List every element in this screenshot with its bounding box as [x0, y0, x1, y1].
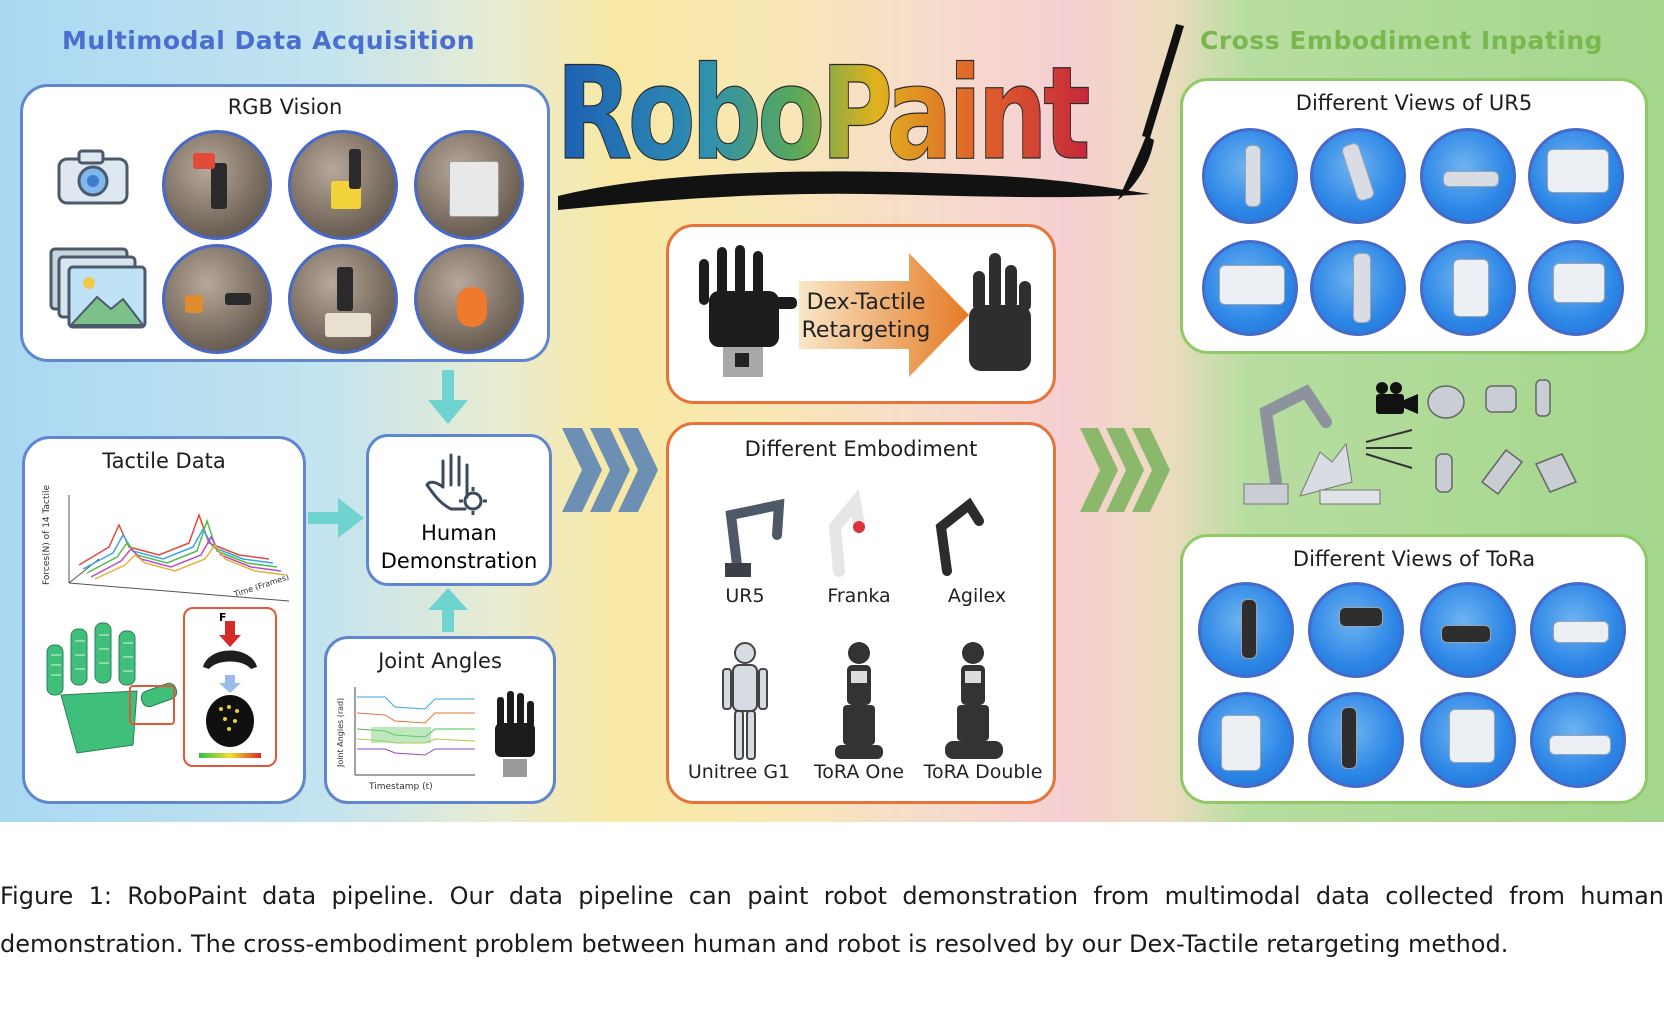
tora-view-8 [1530, 692, 1626, 788]
human-demo-label-1: Human [369, 521, 549, 545]
ur5-view-8 [1528, 240, 1624, 336]
embodiment-title: Different Embodiment [669, 437, 1053, 461]
svg-text:Timestamp (t): Timestamp (t) [368, 782, 433, 792]
tora-view-6 [1308, 692, 1404, 788]
robot-label-unitree-g1: Unitree G1 [683, 761, 795, 783]
ur5-views-title: Different Views of UR5 [1183, 91, 1645, 115]
ur5-view-6 [1310, 240, 1406, 336]
rgb-photo-4 [162, 244, 272, 354]
svg-text:Time (Frames): Time (Frames) [232, 573, 290, 600]
ur5-view-3 [1420, 128, 1516, 224]
tactile-data-panel: Tactile Data Forces(N) of 14 Tactile Sen… [22, 436, 306, 804]
tactile-title: Tactile Data [25, 449, 303, 473]
pipeline-figure: Multimodal Data Acquisition Cross Embodi… [0, 0, 1664, 822]
retargeting-panel: Dex-Tactile Retargeting [666, 224, 1056, 404]
robot-label-franka: Franka [817, 585, 901, 607]
robot-label-ur5: UR5 [705, 585, 785, 607]
tora-view-1 [1198, 582, 1294, 678]
tora-view-4 [1530, 582, 1626, 678]
arrow-down-icon [428, 370, 468, 430]
robot-label-tora-one: ToRA One [805, 761, 913, 783]
arrow-up-icon [428, 588, 468, 636]
robot-label-agilex: Agilex [935, 585, 1019, 607]
ur5-view-1 [1202, 128, 1298, 224]
retargeting-label-1: Dex-Tactile [781, 289, 951, 317]
ur5-view-7 [1420, 240, 1516, 336]
ur5-view-2 [1310, 128, 1406, 224]
tora-view-7 [1420, 692, 1516, 788]
retargeting-label-2: Retargeting [781, 317, 951, 345]
section-title-inpainting: Cross Embodiment Inpating [1200, 26, 1603, 55]
joint-angles-title: Joint Angles [327, 649, 553, 673]
svg-text:Joint Angles (rad): Joint Angles (rad) [336, 698, 345, 768]
camera-icon [57, 147, 129, 211]
svg-text:Forces(N) of 14 Tactile Sensor: Forces(N) of 14 Tactile Sensor [42, 485, 52, 585]
rgb-photo-5 [288, 244, 398, 354]
image-gallery-icon [49, 247, 149, 337]
figure-caption: Figure 1: RoboPaint data pipeline. Our d… [0, 872, 1664, 968]
svg-text:RoboPaint: RoboPaint [556, 40, 1089, 189]
tactile-force-plot: Forces(N) of 14 Tactile Sensor Time (Fra… [39, 485, 301, 609]
tora-view-3 [1420, 582, 1516, 678]
hand-gear-icon [413, 447, 509, 519]
robopaint-logo: RoboPaint [550, 18, 1190, 218]
chevron-right-icon [562, 428, 658, 516]
tora-view-5 [1198, 692, 1294, 788]
rgb-photo-3 [414, 130, 524, 240]
human-demo-panel: Human Demonstration [366, 434, 552, 586]
ur5-view-4 [1528, 128, 1624, 224]
rgb-photo-2 [288, 130, 398, 240]
human-demo-label-2: Demonstration [369, 549, 549, 573]
chevron-right-icon-green [1080, 428, 1170, 516]
robot-label-tora-double: ToRA Double [919, 761, 1047, 783]
rgb-vision-title: RGB Vision [23, 95, 547, 119]
tora-views-title: Different Views of ToRa [1183, 547, 1645, 571]
tora-view-2 [1308, 582, 1404, 678]
rgb-photo-6 [414, 244, 524, 354]
embodiment-panel: Different Embodiment UR5 Franka Agilex U… [666, 422, 1056, 804]
zoom-box [129, 685, 175, 725]
section-title-acquisition: Multimodal Data Acquisition [62, 26, 475, 55]
joint-angles-panel: Joint Angles Joint Angles (rad) Timestam… [324, 636, 556, 804]
rgb-photo-1 [162, 130, 272, 240]
robot-lineup [689, 475, 1039, 775]
ur5-view-5 [1202, 240, 1298, 336]
sensor-detail-frame: F [183, 607, 277, 767]
arrow-right-icon [308, 498, 364, 542]
joint-angle-plot: Joint Angles (rad) Timestamp (t) [335, 683, 549, 799]
inpainting-illustration [1236, 372, 1596, 510]
